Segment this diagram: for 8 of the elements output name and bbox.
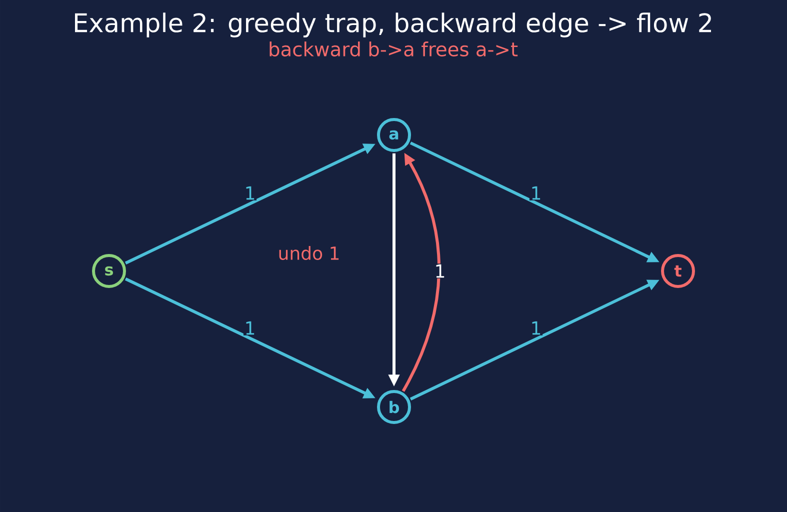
annotation-text: undo 1: [279, 246, 339, 260]
subtitle: backward b->a frees a->t: [270, 42, 518, 56]
edge-label: 1: [243, 320, 257, 336]
edge-label: 1: [243, 186, 257, 200]
title: Example 2: greedy trap, backward edge -> flow 2: [75, 12, 711, 38]
edge-label: 1: [529, 320, 543, 336]
edge-label: 1: [433, 264, 447, 278]
edge-label: 1: [529, 186, 543, 200]
